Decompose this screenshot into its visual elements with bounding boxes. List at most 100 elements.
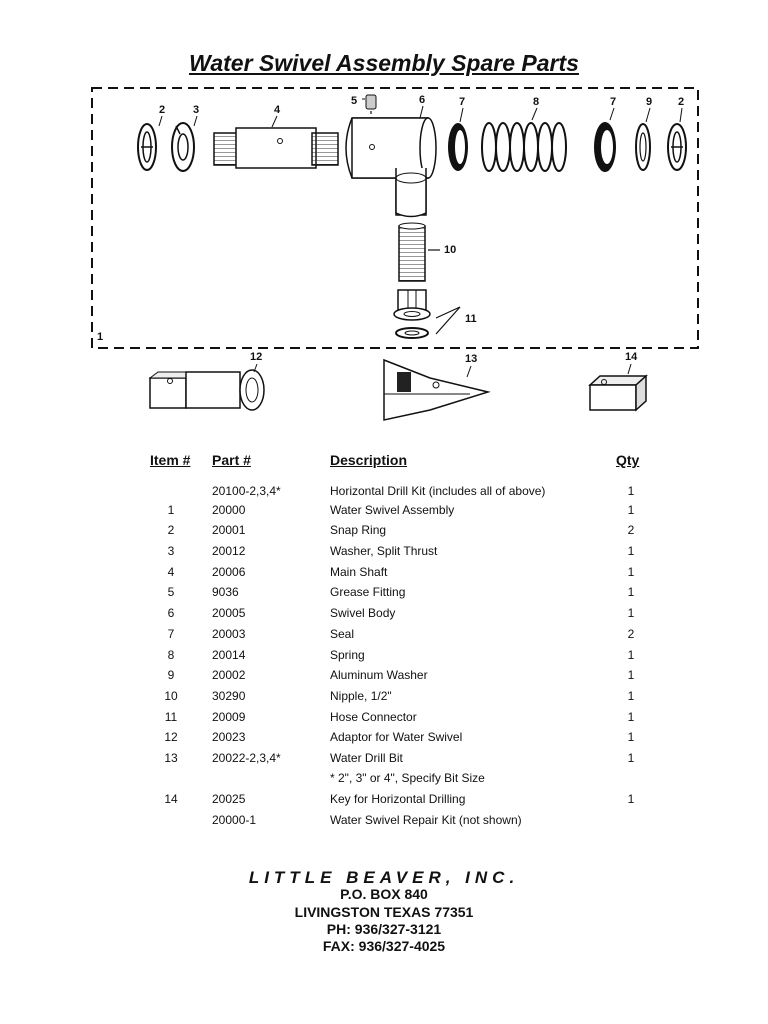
leader-lines bbox=[158, 105, 683, 378]
header-item: Item # bbox=[150, 452, 191, 468]
cell-item: 11 bbox=[164, 710, 178, 724]
callout-1: 1 bbox=[97, 331, 103, 343]
callout-8: 8 bbox=[533, 96, 539, 108]
cell-item: 3 bbox=[167, 544, 175, 558]
cell-item: 12 bbox=[164, 730, 178, 744]
cell-item: 7 bbox=[167, 627, 175, 641]
header-part: Part # bbox=[212, 452, 251, 468]
spring bbox=[481, 122, 567, 172]
cell-part: 20014 bbox=[212, 648, 246, 662]
cell-qty: 1 bbox=[627, 710, 635, 724]
callout-4: 4 bbox=[274, 104, 281, 116]
table-row: 4 20006 Main Shaft 1 bbox=[0, 565, 768, 585]
cell-part: 20000 bbox=[212, 503, 246, 517]
cell-description: Adaptor for Water Swivel bbox=[330, 730, 463, 744]
cell-part: 9036 bbox=[212, 585, 239, 599]
cell-description: Snap Ring bbox=[330, 523, 387, 537]
snap-ring-right bbox=[667, 123, 687, 171]
cell-description: Seal bbox=[330, 627, 355, 641]
cell-part: 20002 bbox=[212, 668, 246, 682]
cell-qty: 1 bbox=[627, 503, 635, 517]
callout-10: 10 bbox=[444, 244, 456, 256]
adaptor bbox=[148, 369, 265, 411]
hose-connector bbox=[393, 289, 461, 339]
callout-6: 6 bbox=[419, 94, 425, 106]
cell-description: Aluminum Washer bbox=[330, 668, 428, 682]
cell-part: 20006 bbox=[212, 565, 246, 579]
cell-item: 5 bbox=[167, 585, 175, 599]
cell-part: 30290 bbox=[212, 689, 246, 703]
company-name: LITTLE BEAVER, INC. bbox=[248, 868, 520, 887]
callout-7-left: 7 bbox=[459, 96, 465, 108]
cell-item: 14 bbox=[164, 792, 178, 806]
cell-part: 20022-2,3,4* bbox=[212, 751, 281, 765]
table-row: 7 20003 Seal 2 bbox=[0, 627, 768, 647]
cell-item: 1 bbox=[167, 503, 175, 517]
nipple bbox=[398, 222, 440, 282]
cell-qty: 1 bbox=[627, 544, 635, 558]
aluminum-washer bbox=[635, 123, 651, 171]
cell-part: 20001 bbox=[212, 523, 246, 537]
callout-14: 14 bbox=[625, 351, 638, 363]
assembly-boundary bbox=[91, 87, 699, 349]
snap-ring-left bbox=[137, 123, 157, 171]
cell-description: Grease Fitting bbox=[330, 585, 406, 599]
cell-description: Washer, Split Thrust bbox=[330, 544, 438, 558]
cell-description: Spring bbox=[330, 648, 365, 662]
cell-item: 6 bbox=[167, 606, 175, 620]
callout-9: 9 bbox=[646, 96, 652, 108]
seal-right bbox=[594, 122, 616, 172]
city-line: LIVINGSTON TEXAS 77351 bbox=[294, 904, 474, 920]
cell-item: 13 bbox=[164, 751, 178, 765]
cell-description: Main Shaft bbox=[330, 565, 388, 579]
cell-description: Horizontal Drill Kit (includes all of ab… bbox=[330, 484, 546, 498]
horizontal-drilling-key bbox=[588, 374, 648, 412]
address-line: P.O. BOX 840 bbox=[340, 886, 428, 902]
table-row: 5 9036 Grease Fitting 1 bbox=[0, 585, 768, 605]
cell-qty: 1 bbox=[627, 689, 635, 703]
callout-3: 3 bbox=[193, 104, 199, 116]
header-qty: Qty bbox=[616, 452, 640, 468]
cell-item: 9 bbox=[167, 668, 175, 682]
cell-qty: 1 bbox=[627, 730, 635, 744]
cell-qty: 2 bbox=[627, 627, 635, 641]
callout-7-right: 7 bbox=[610, 96, 616, 108]
cell-item: 4 bbox=[167, 565, 175, 579]
fax-line: FAX: 936/327-4025 bbox=[322, 938, 446, 954]
callout-12: 12 bbox=[250, 351, 262, 363]
cell-part: 20025 bbox=[212, 792, 246, 806]
table-row: 20100-2,3,4* Horizontal Drill Kit (includ… bbox=[0, 484, 768, 504]
table-row: * 2", 3" or 4", Specify Bit Size bbox=[0, 771, 768, 791]
main-shaft bbox=[213, 127, 339, 169]
cell-part: 20009 bbox=[212, 710, 246, 724]
callout-2-right: 2 bbox=[678, 96, 684, 108]
cell-qty: 1 bbox=[627, 585, 635, 599]
cell-qty: 1 bbox=[627, 792, 635, 806]
seal-left bbox=[448, 123, 468, 171]
cell-part: 20003 bbox=[212, 627, 246, 641]
cell-qty: 1 bbox=[627, 606, 635, 620]
exploded-parts-diagram: 1 2 3 4 5 6 7 8 7 9 2 10 11 12 13 14 bbox=[91, 87, 699, 421]
header-description: Description bbox=[330, 452, 408, 468]
callout-11: 11 bbox=[465, 313, 477, 325]
cell-description: Swivel Body bbox=[330, 606, 396, 620]
cell-item: 10 bbox=[164, 689, 178, 703]
cell-qty: 1 bbox=[627, 751, 635, 765]
split-thrust-washer bbox=[171, 122, 195, 172]
cell-part: 20100-2,3,4* bbox=[212, 484, 281, 498]
cell-description: Water Swivel Repair Kit (not shown) bbox=[330, 813, 522, 827]
cell-part: 20000-1 bbox=[212, 813, 257, 827]
cell-qty: 1 bbox=[627, 565, 635, 579]
cell-qty: 1 bbox=[627, 484, 635, 498]
swivel-body bbox=[345, 117, 437, 218]
cell-qty: 2 bbox=[627, 523, 635, 537]
